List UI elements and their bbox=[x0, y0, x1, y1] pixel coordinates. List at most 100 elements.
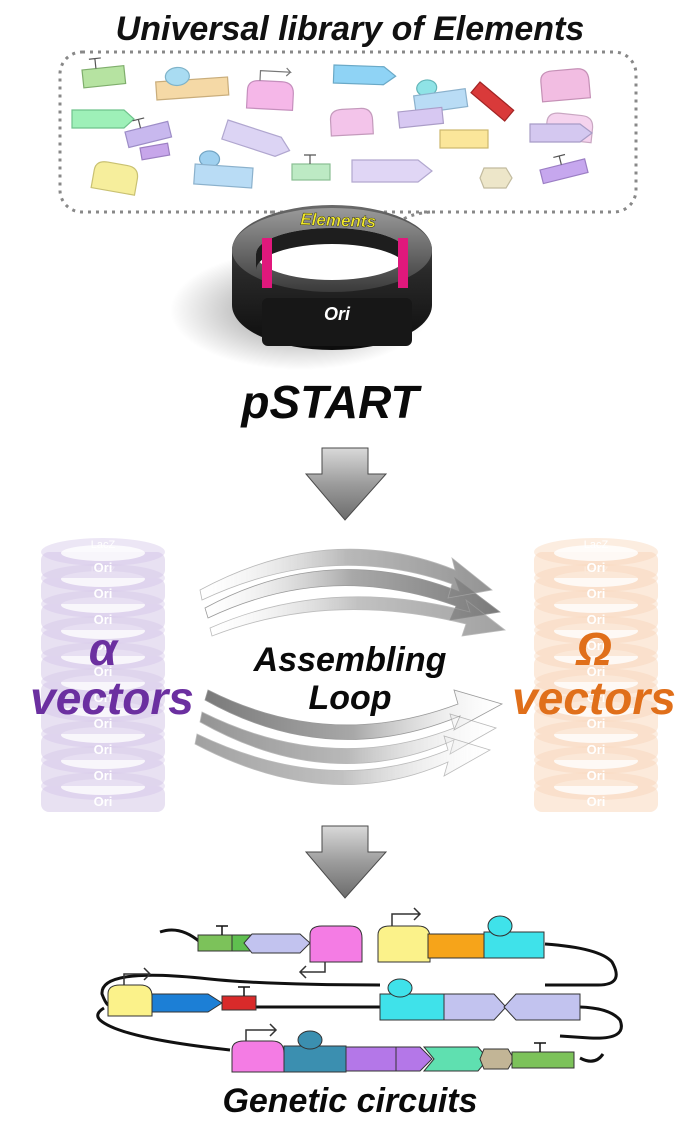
vector-ring bbox=[534, 772, 658, 812]
vector-ring bbox=[41, 772, 165, 812]
loop-label-line2: Loop bbox=[308, 679, 391, 717]
vector-ring bbox=[41, 668, 165, 708]
circuit-promoter bbox=[377, 925, 431, 963]
vector-ring-label-lacz: LacZ bbox=[91, 565, 116, 577]
vector-ring-label-ori: Ori bbox=[587, 690, 606, 705]
circuit-part bbox=[479, 1048, 515, 1070]
vector-ring-label-ori: Ori bbox=[94, 716, 113, 731]
circuit-promoter bbox=[231, 1040, 285, 1073]
vector-ring bbox=[534, 746, 658, 786]
vector-ring-label-lacz: LacZ bbox=[584, 565, 609, 577]
circuit-cds bbox=[395, 1046, 433, 1072]
vector-ring-label-ori: Ori bbox=[94, 586, 113, 601]
library-terminator-part bbox=[81, 57, 127, 89]
ring-label-elements: Elements bbox=[300, 210, 376, 232]
alpha-vector-stack: OriOriOriOriOriOriOriOriLacZOriLacZOri bbox=[41, 538, 165, 812]
vector-ring bbox=[41, 746, 165, 786]
vector-ring-label-ori: Ori bbox=[587, 612, 606, 627]
library-terminator-part bbox=[539, 153, 589, 185]
omega-symbol: Ω bbox=[575, 623, 612, 675]
circuit-rbs bbox=[283, 1030, 347, 1073]
vector-ring-label-ori: Ori bbox=[94, 560, 113, 575]
library-terminator-part bbox=[397, 106, 445, 129]
vector-ring-label-ori: Ori bbox=[587, 560, 606, 575]
vector-ring bbox=[41, 538, 165, 578]
assembling-loop-arrows bbox=[194, 548, 506, 786]
vector-ring bbox=[41, 616, 165, 656]
library-promoter-part bbox=[540, 68, 592, 103]
circuit-cds bbox=[503, 993, 581, 1021]
vector-ring-label-ori: Ori bbox=[587, 742, 606, 757]
vector-ring-label-ori: Ori bbox=[587, 664, 606, 679]
circuit-rbs bbox=[483, 915, 545, 959]
genetic-circuit bbox=[96, 907, 623, 1073]
circuit-terminator bbox=[197, 925, 235, 952]
library-cds-part bbox=[529, 123, 593, 143]
promoter-arrow-icon bbox=[123, 967, 152, 985]
library-terminator-part bbox=[139, 142, 171, 161]
library-cds-part bbox=[351, 159, 433, 183]
library-cds-part bbox=[71, 109, 135, 129]
vector-ring-label-ori: Ori bbox=[94, 664, 113, 679]
vector-ring bbox=[534, 564, 658, 604]
down-arrow-icon bbox=[304, 825, 388, 899]
vector-ring bbox=[534, 720, 658, 760]
promoter-arrow-icon bbox=[245, 1023, 278, 1041]
pstart-plasmid: Elements Ori bbox=[170, 205, 432, 370]
circuit-cds bbox=[151, 993, 223, 1013]
library-rbs-part bbox=[193, 150, 254, 189]
promoter-reverse-arrow-icon bbox=[298, 962, 326, 979]
vector-ring-label-ori: Ori bbox=[587, 586, 606, 601]
vector-ring-label-ori: Ori bbox=[94, 612, 113, 627]
vector-ring bbox=[534, 668, 658, 708]
library-red-part bbox=[470, 81, 515, 122]
ring-label-ori: Ori bbox=[324, 304, 351, 324]
circuit-rbs bbox=[379, 978, 445, 1021]
vector-ring bbox=[41, 590, 165, 630]
vector-ring bbox=[41, 564, 165, 604]
library-part bbox=[479, 167, 513, 189]
library-cds-part bbox=[221, 119, 291, 157]
vector-ring-label-ori: Ori bbox=[94, 742, 113, 757]
vector-ring-label-ori: Ori bbox=[94, 638, 113, 653]
library-rbs-part bbox=[155, 66, 230, 101]
vector-ring bbox=[41, 720, 165, 760]
down-arrow-icon bbox=[304, 447, 388, 521]
omega-vector-stack: OriOriOriOriOriOriOriOriLacZOriLacZOri bbox=[534, 538, 658, 812]
library-promoter-part bbox=[245, 67, 294, 111]
circuit-terminator bbox=[221, 986, 257, 1011]
circuit-promoter bbox=[309, 925, 363, 963]
library-promoter-part bbox=[412, 79, 469, 115]
library-terminator-part bbox=[291, 154, 331, 181]
vector-ring-label-ori: Ori bbox=[587, 716, 606, 731]
pstart-label: pSTART bbox=[239, 376, 422, 428]
vector-ring-label-ori: Ori bbox=[94, 794, 113, 809]
vector-ring-label-lacz: LacZ bbox=[584, 539, 609, 551]
library-promoter-part bbox=[90, 161, 139, 196]
vector-ring bbox=[41, 694, 165, 734]
circuit-promoter bbox=[107, 984, 153, 1017]
library-cds-part bbox=[332, 64, 397, 86]
vector-ring bbox=[41, 642, 165, 682]
library-parts bbox=[71, 57, 594, 196]
vector-ring-label-ori: Ori bbox=[587, 794, 606, 809]
vector-ring-label-ori: Ori bbox=[587, 638, 606, 653]
library-rbs-part bbox=[439, 129, 489, 149]
circuit-rbs bbox=[427, 933, 485, 959]
vector-ring-label-ori: Ori bbox=[94, 690, 113, 705]
circuit-rbs bbox=[345, 1046, 397, 1072]
vector-ring bbox=[534, 616, 658, 656]
loop-label-line1: Assembling bbox=[253, 641, 447, 679]
vector-ring bbox=[534, 590, 658, 630]
circuit-cds bbox=[243, 933, 311, 954]
vector-ring bbox=[534, 642, 658, 682]
alpha-vectors-label: vectors bbox=[30, 672, 194, 724]
promoter-arrow-icon bbox=[391, 907, 422, 926]
alpha-symbol: α bbox=[89, 623, 120, 675]
vector-ring-label-ori: Ori bbox=[94, 768, 113, 783]
library-title: Universal library of Elements bbox=[116, 10, 585, 48]
vector-ring-label-ori: Ori bbox=[587, 768, 606, 783]
omega-vectors-label: vectors bbox=[512, 672, 676, 724]
circuit-cds bbox=[443, 993, 507, 1021]
